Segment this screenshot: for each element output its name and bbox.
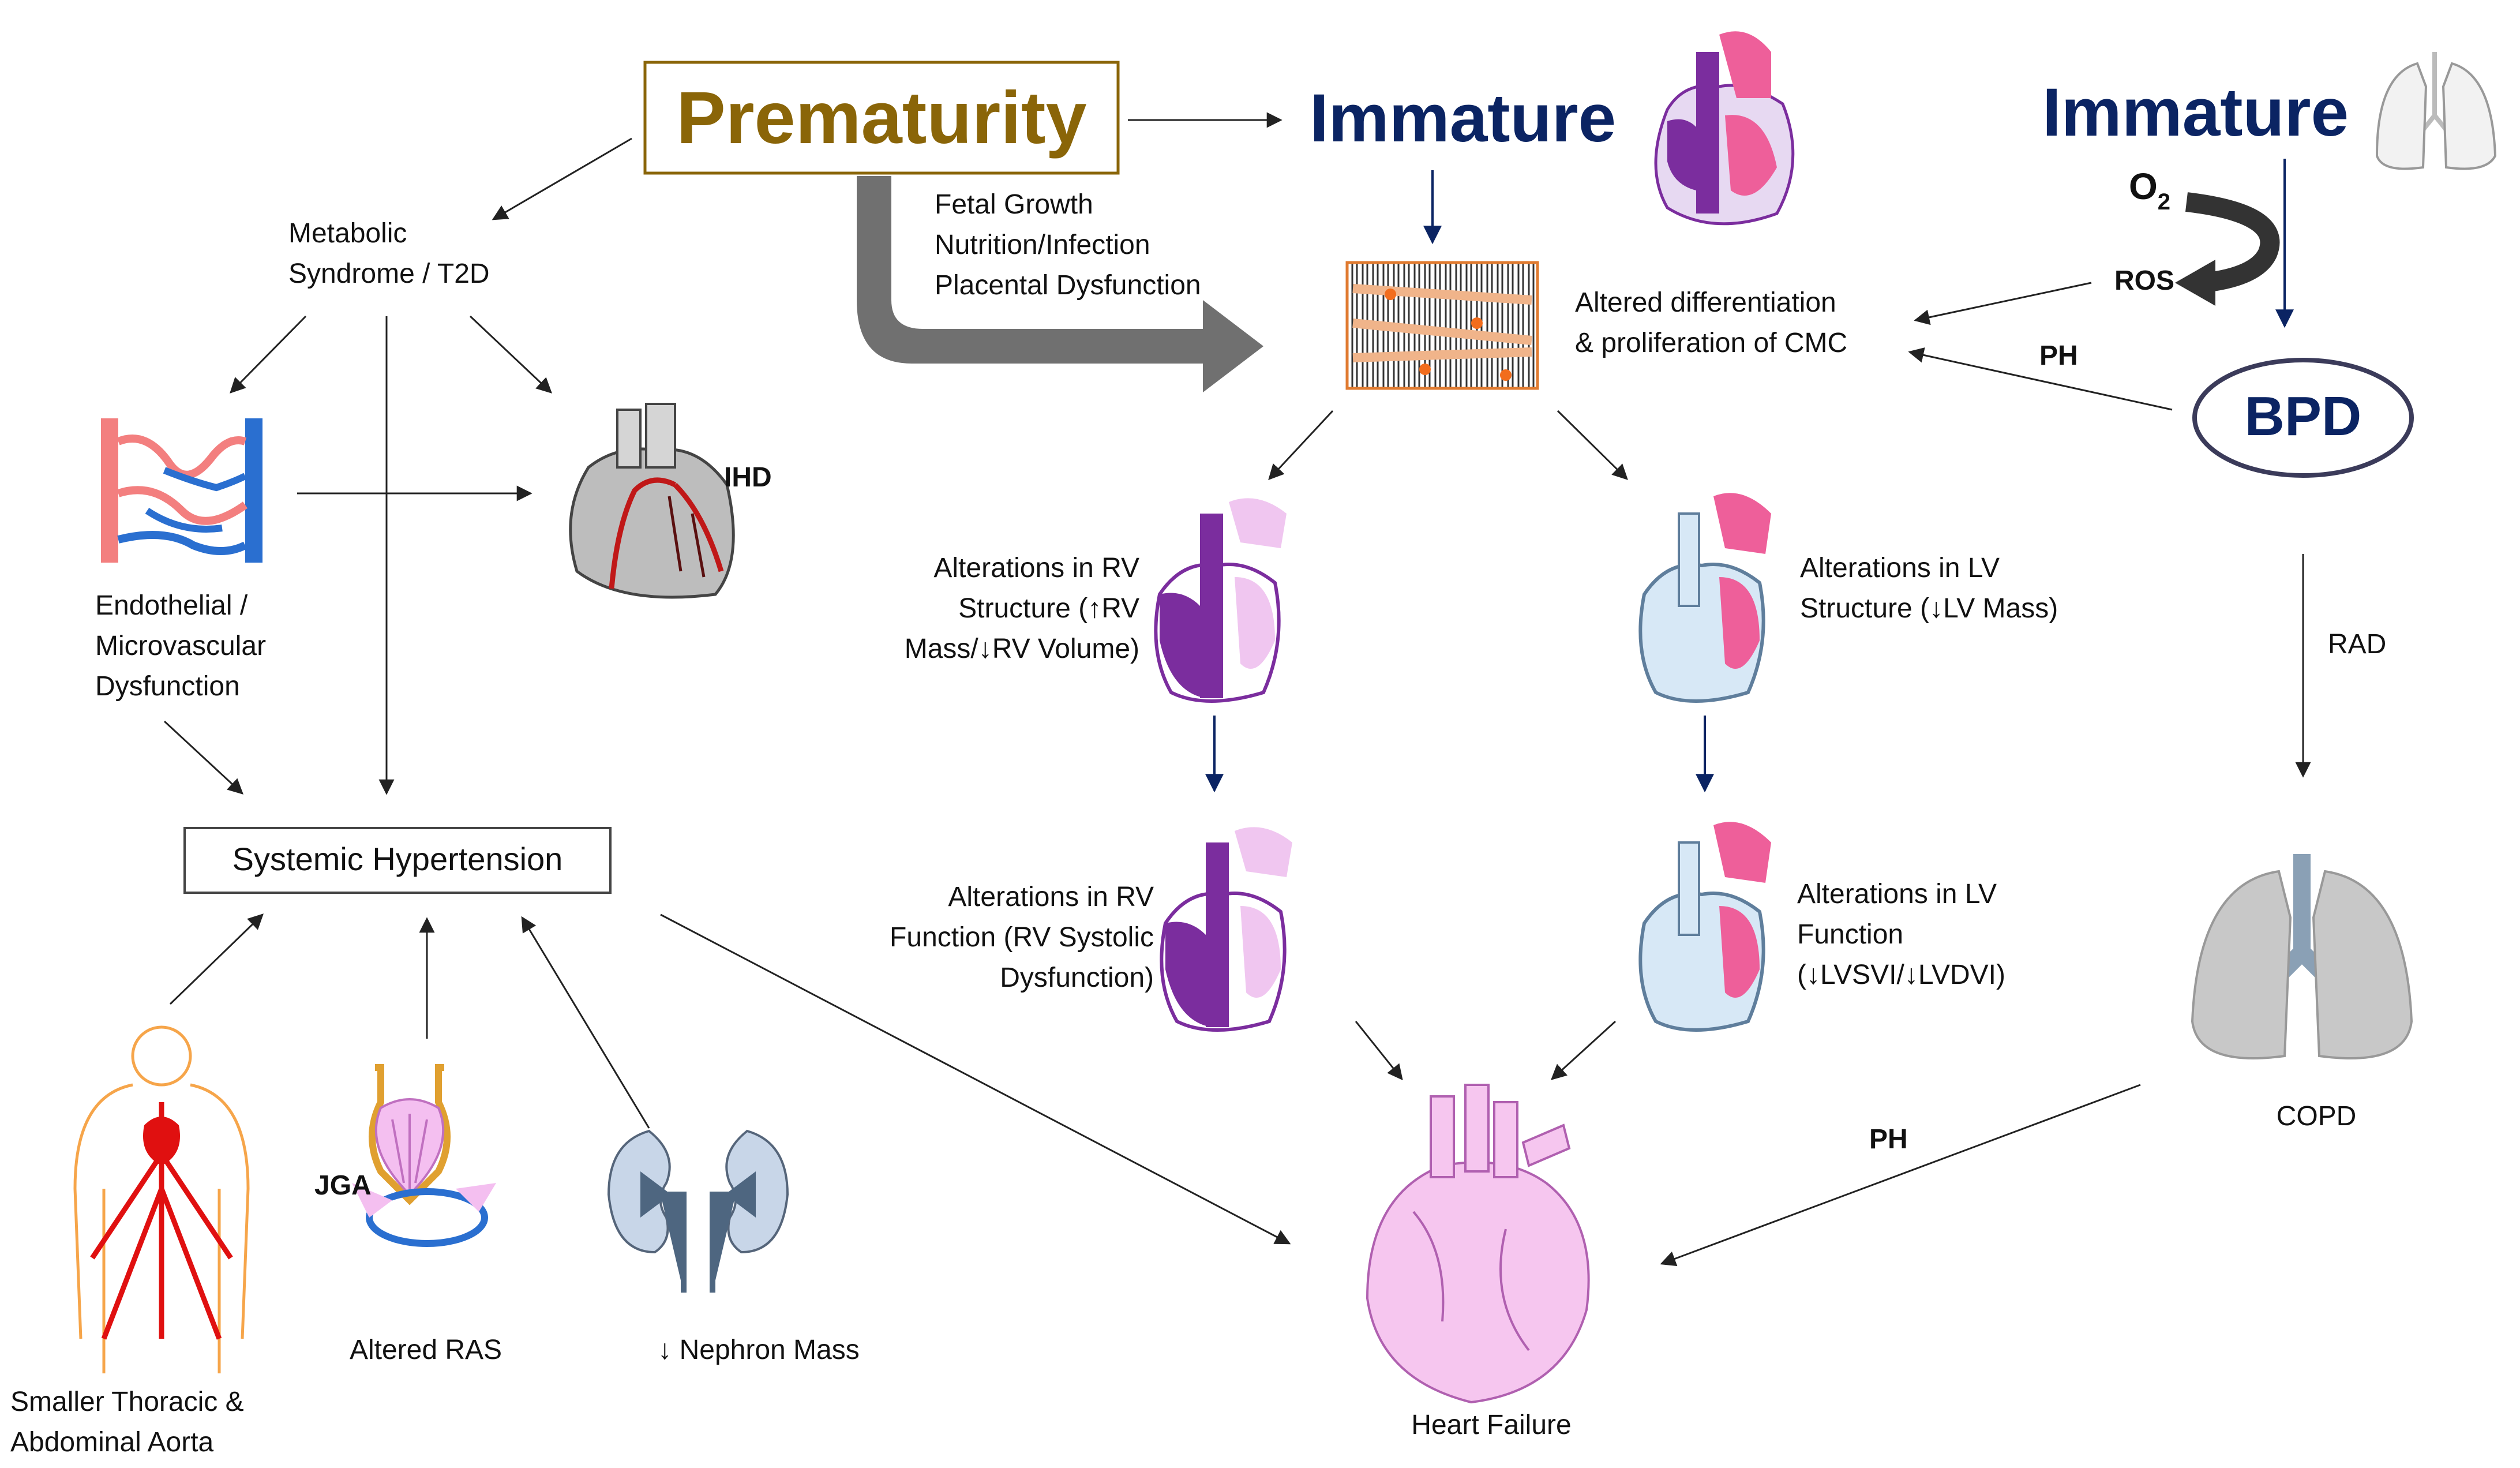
rv-function-label: Alterations in RV Function (RV Systolic … [890,882,1154,993]
metabolic-line1: Metabolic [288,218,407,249]
altered-differentiation-label: Altered differentiation & proliferation … [1575,287,1847,358]
arrow-rv-function-to-heart-failure [1355,1021,1403,1081]
endothelial-line2: Microvascular [95,631,266,661]
heart-failure-icon [1366,1084,1590,1404]
prematurity-node: Prematurity [643,61,1120,175]
altered-diff-line1: Altered differentiation [1575,287,1836,318]
bpd-node: BPD [2192,358,2414,478]
endothelial-line3: Dysfunction [95,671,240,702]
lv-function-line3: (↓LVSVI/↓LVDVI) [1797,960,2005,990]
immature-heart-label: Immature [1310,80,1616,156]
ph-upper-label: PH [2039,340,2078,371]
lv-function-heart-icon [1638,822,1771,1032]
arrow-copd-ph-to-heart-failure [1660,1084,2141,1267]
bpd-label: BPD [2245,385,2362,447]
lv-structure-line2: Structure (↓LV Mass) [1800,593,2058,624]
jga-icon [352,1064,496,1247]
rv-function-line1: Alterations in RV [948,882,1154,912]
arrow-ros-to-cmc [1914,282,2092,325]
aorta-line2: Abdominal Aorta [10,1427,214,1458]
arrow-lv-function-to-heart-failure [1551,1020,1617,1080]
arrow-cmc-to-lv-structure [1557,410,1628,480]
o2-ros-curved-arrow [2185,192,2280,293]
aorta-line1: Smaller Thoracic & [10,1387,244,1417]
immature-lung-label: Immature [2042,74,2349,151]
lv-function-label: Alterations in LV Function (↓LVSVI/↓LVDV… [1797,879,2005,990]
kidney-icon [607,1129,789,1293]
lv-structure-line1: Alterations in LV [1800,553,2000,583]
cardiomyocyte-tissue-icon [1345,261,1539,390]
aorta-label: Smaller Thoracic & Abdominal Aorta [10,1387,244,1458]
fetal-factors-arrow [857,176,1263,392]
arrow-prematurity-to-metabolic [492,137,632,220]
ros-label: ROS [2114,265,2174,296]
endothelial-label: Endothelial / Microvascular Dysfunction [95,590,266,702]
prematurity-label: Prematurity [676,77,1086,159]
rv-structure-heart-icon [1154,498,1287,703]
arrow-aorta-to-hypertension [169,913,264,1005]
lv-function-line2: Function [1797,919,1903,950]
rv-structure-line2: Structure (↑RV [958,593,1139,624]
rv-function-heart-icon [1160,827,1292,1032]
nephron-mass-label: ↓ Nephron Mass [658,1335,859,1365]
metabolic-syndrome-label: Metabolic Syndrome / T2D [288,218,490,289]
rv-structure-label: Alterations in RV Structure (↑RV Mass/↓R… [905,553,1139,664]
jga-label: JGA [314,1170,372,1201]
arrow-hypertension-to-heart-failure [660,913,1291,1245]
lv-function-line1: Alterations in LV [1797,879,1997,909]
o2-label: O2 [2129,166,2170,215]
lv-structure-heart-icon [1638,493,1771,703]
arrow-cmc-to-rv-structure [1268,410,1334,480]
microvascular-icon [101,418,262,563]
ihd-label: IHD [724,462,772,493]
copd-lung-icon [2191,854,2413,1059]
copd-label: COPD [2277,1101,2357,1132]
rv-function-line3: Dysfunction) [1000,963,1154,993]
systemic-hypertension-node: Systemic Hypertension [183,827,612,894]
heart-failure-label: Heart Failure [1411,1410,1571,1440]
placental-label: Placental Dysfunction [935,270,1201,301]
immature-heart-icon [1654,31,1795,226]
arrow-bpd-ph-to-cmc [1908,347,2173,411]
fetal-factors: Fetal Growth Nutrition/Infection Placent… [935,189,1201,301]
arrow-kidney-to-hypertension [521,916,650,1129]
arrow-endothelial-to-hypertension [163,720,243,795]
aorta-body-icon [73,1025,250,1373]
rad-label: RAD [2328,629,2386,660]
ph-lower-label: PH [1869,1124,1908,1155]
arrow-metabolic-to-endothelial [230,315,307,394]
altered-diff-line2: & proliferation of CMC [1575,328,1847,358]
rv-structure-line3: Mass/↓RV Volume) [905,634,1139,664]
immature-lung-icon [2375,52,2497,170]
altered-ras-label: Altered RAS [350,1335,502,1365]
fetal-growth-label: Fetal Growth [935,189,1093,220]
lv-structure-label: Alterations in LV Structure (↓LV Mass) [1800,553,2058,624]
ihd-heart-icon [569,403,735,599]
metabolic-line2: Syndrome / T2D [288,259,490,289]
rv-function-line2: Function (RV Systolic [890,922,1154,953]
nutrition-label: Nutrition/Infection [935,230,1150,260]
rv-structure-line1: Alterations in RV [933,553,1139,583]
endothelial-line1: Endothelial / [95,590,248,621]
arrow-metabolic-to-ihd [469,315,552,394]
systemic-hypertension-label: Systemic Hypertension [232,841,563,877]
